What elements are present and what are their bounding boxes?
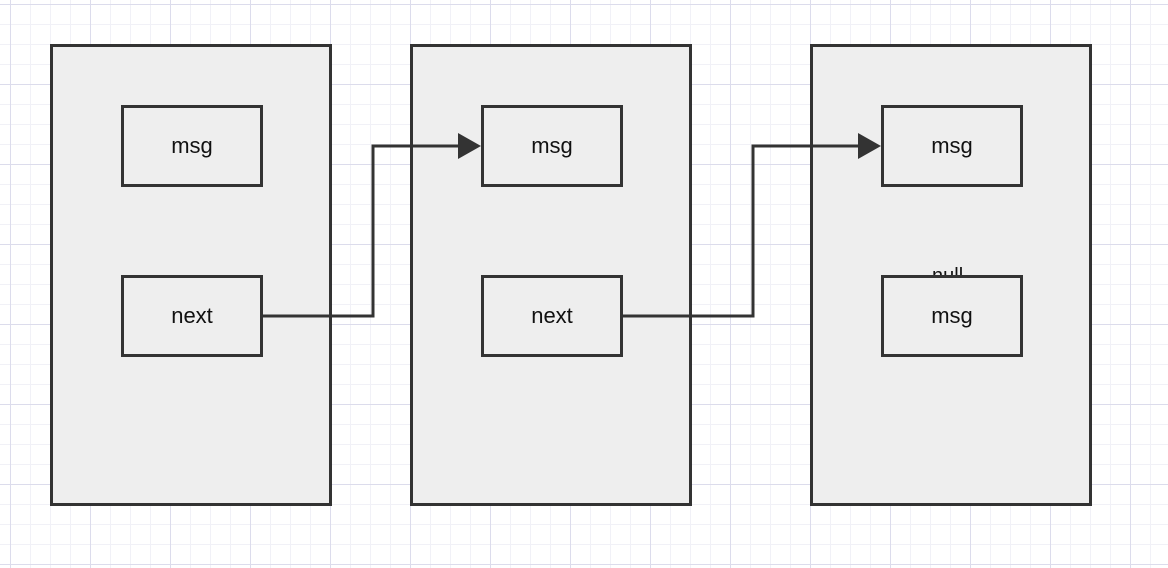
list-node-3[interactable]: null msg msg — [810, 44, 1092, 506]
node-1-msg-field[interactable]: msg — [121, 105, 263, 187]
node-1-next-field[interactable]: next — [121, 275, 263, 357]
field-label: next — [531, 303, 573, 328]
field-label: msg — [171, 133, 213, 158]
list-node-2[interactable]: msg next — [410, 44, 692, 506]
field-label: msg — [531, 133, 573, 158]
arrow-node-2-to-node-3[interactable] — [623, 133, 881, 318]
node-2-next-field[interactable]: next — [481, 275, 623, 357]
arrow-node-1-to-node-2[interactable] — [263, 133, 481, 318]
field-label: msg — [931, 133, 973, 158]
node-3-msg-field[interactable]: msg — [881, 105, 1023, 187]
field-label: next — [171, 303, 213, 328]
field-label: msg — [931, 303, 973, 328]
arrowhead-icon — [858, 133, 881, 159]
node-3-msg-field-2[interactable]: msg — [881, 275, 1023, 357]
node-2-msg-field[interactable]: msg — [481, 105, 623, 187]
list-node-1[interactable]: msg next — [50, 44, 332, 506]
arrowhead-icon — [458, 133, 481, 159]
